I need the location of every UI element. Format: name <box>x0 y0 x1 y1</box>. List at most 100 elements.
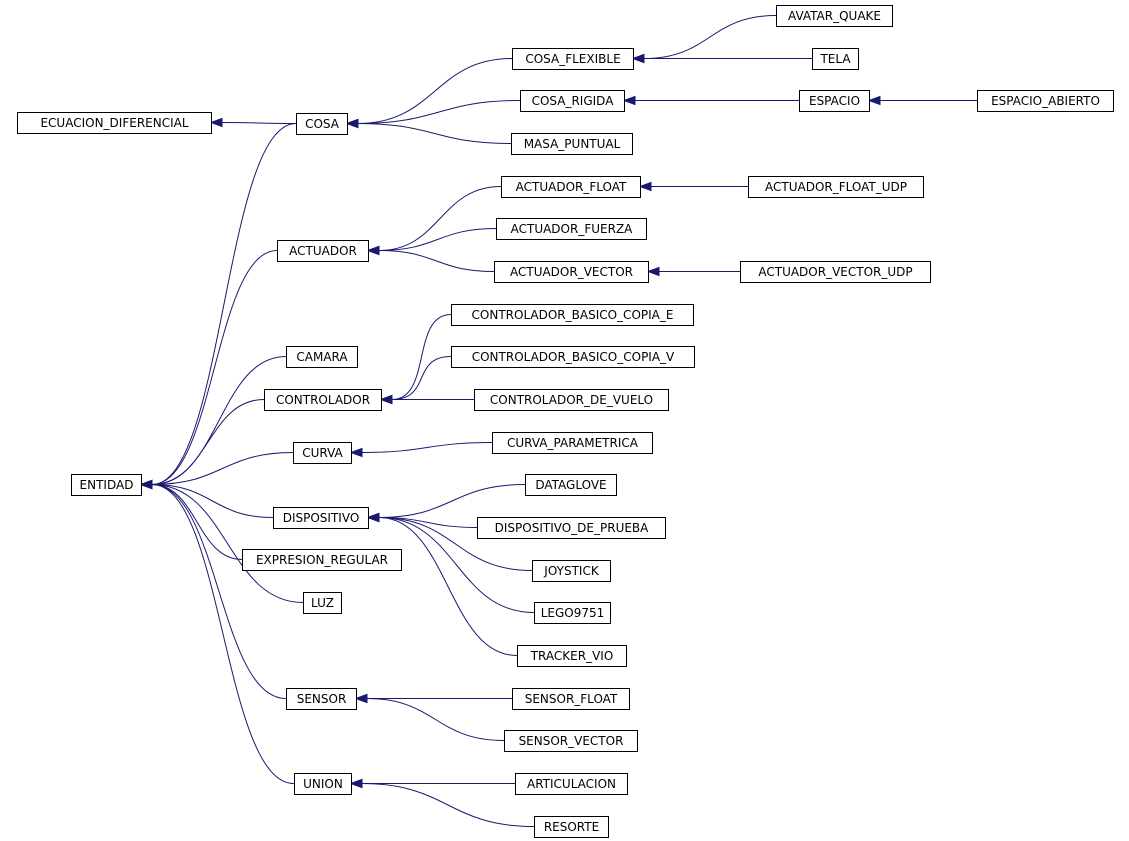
node-box <box>474 389 669 411</box>
arrowhead-curva_parametrica-to-curva <box>349 447 363 458</box>
edge-curva-to-entidad <box>151 452 294 485</box>
node-box <box>977 90 1114 112</box>
node-box <box>534 602 611 624</box>
node-label: DATAGLOVE <box>535 478 606 492</box>
node-label: ACTUADOR_VECTOR_UDP <box>758 265 912 279</box>
node-box <box>286 688 357 710</box>
node-box <box>477 517 666 539</box>
node-camara[interactable]: CAMARA <box>286 346 358 368</box>
node-sensor_float[interactable]: SENSOR_FLOAT <box>512 688 630 710</box>
edge-sensor_vector-to-sensor <box>366 698 505 741</box>
edge-masa_puntual-to-cosa <box>357 123 512 144</box>
node-actuador_float[interactable]: ACTUADOR_FLOAT <box>501 176 641 198</box>
edge-cosa_rigida-to-cosa <box>357 100 521 124</box>
node-entidad[interactable]: ENTIDAD <box>71 474 142 496</box>
arrowhead-resorte-to-union <box>349 778 363 789</box>
node-label: ACTUADOR <box>289 244 357 258</box>
node-joystick[interactable]: JOYSTICK <box>532 560 611 582</box>
node-union[interactable]: UNION <box>294 773 352 795</box>
node-ecuacion_diferencial[interactable]: ECUACION_DIFERENCIAL <box>17 112 212 134</box>
node-actuador_vector[interactable]: ACTUADOR_VECTOR <box>494 261 649 283</box>
node-label: CAMARA <box>296 350 348 364</box>
arrowhead-actuador_float_udp-to-actuador_float <box>638 181 652 192</box>
node-box <box>776 5 893 27</box>
arrowhead-tracker_vio-to-dispositivo <box>366 512 380 523</box>
node-box <box>294 773 352 795</box>
node-box <box>534 816 609 838</box>
node-label: CURVA_PARAMETRICA <box>507 436 639 450</box>
node-lego9751[interactable]: LEGO9751 <box>534 602 611 624</box>
node-controlador[interactable]: CONTROLADOR <box>264 389 382 411</box>
node-box <box>525 474 617 496</box>
node-label: CONTROLADOR_BASICO_COPIA_V <box>472 350 675 364</box>
edge-avatar_quake-to-cosa_flexible <box>643 15 777 59</box>
node-label: TRACKER_VIO <box>530 649 614 663</box>
arrowhead-sensor_vector-to-sensor <box>354 693 368 704</box>
node-box <box>286 346 358 368</box>
node-label: JOYSTICK <box>543 564 600 578</box>
edge-controlador-to-entidad <box>151 399 265 485</box>
node-espacio_abierto[interactable]: ESPACIO_ABIERTO <box>977 90 1114 112</box>
node-box <box>799 90 870 112</box>
edge-curva_parametrica-to-curva <box>361 442 493 453</box>
node-box <box>494 261 649 283</box>
node-box <box>512 688 630 710</box>
node-label: DISPOSITIVO_DE_PRUEBA <box>495 521 650 535</box>
node-label: SENSOR <box>297 692 347 706</box>
node-actuador_fuerza[interactable]: ACTUADOR_FUERZA <box>496 218 647 240</box>
node-box <box>303 592 342 614</box>
node-actuador[interactable]: ACTUADOR <box>277 240 369 262</box>
node-sensor_vector[interactable]: SENSOR_VECTOR <box>504 730 638 752</box>
edge-camara-to-entidad <box>151 356 287 485</box>
node-box <box>273 507 369 529</box>
node-box <box>812 48 859 70</box>
arrowhead-controlador_de_vuelo-to-controlador <box>379 394 393 405</box>
node-label: LUZ <box>311 596 334 610</box>
node-articulacion[interactable]: ARTICULACION <box>515 773 628 795</box>
node-tela[interactable]: TELA <box>812 48 859 70</box>
node-label: LEGO9751 <box>541 606 605 620</box>
node-dispositivo[interactable]: DISPOSITIVO <box>273 507 369 529</box>
edges-layer <box>139 15 977 827</box>
node-resorte[interactable]: RESORTE <box>534 816 609 838</box>
arrowhead-union-to-entidad <box>139 479 153 490</box>
arrowhead-masa_puntual-to-cosa <box>345 118 359 129</box>
node-dispositivo_de_prueba[interactable]: DISPOSITIVO_DE_PRUEBA <box>477 517 666 539</box>
node-label: CONTROLADOR_BASICO_COPIA_E <box>472 308 674 322</box>
node-controlador_basico_copia_v[interactable]: CONTROLADOR_BASICO_COPIA_V <box>451 346 695 368</box>
node-cosa[interactable]: COSA <box>296 113 348 135</box>
edge-dataglove-to-dispositivo <box>378 484 526 518</box>
node-sensor[interactable]: SENSOR <box>286 688 357 710</box>
node-label: TELA <box>819 52 851 66</box>
node-cosa_rigida[interactable]: COSA_RIGIDA <box>520 90 625 112</box>
node-box <box>17 112 212 134</box>
node-masa_puntual[interactable]: MASA_PUNTUAL <box>511 133 633 155</box>
node-dataglove[interactable]: DATAGLOVE <box>525 474 617 496</box>
node-box <box>242 549 402 571</box>
node-controlador_de_vuelo[interactable]: CONTROLADOR_DE_VUELO <box>474 389 669 411</box>
arrowhead-espacio-to-cosa_rigida <box>622 95 636 106</box>
node-avatar_quake[interactable]: AVATAR_QUAKE <box>776 5 893 27</box>
edge-actuador_float-to-actuador <box>378 186 502 251</box>
arrowhead-actuador_vector_udp-to-actuador_vector <box>646 266 660 277</box>
node-luz[interactable]: LUZ <box>303 592 342 614</box>
node-label: EXPRESION_REGULAR <box>256 553 388 567</box>
node-controlador_basico_copia_e[interactable]: CONTROLADOR_BASICO_COPIA_E <box>451 304 694 326</box>
node-actuador_float_udp[interactable]: ACTUADOR_FLOAT_UDP <box>748 176 924 198</box>
node-tracker_vio[interactable]: TRACKER_VIO <box>517 645 627 667</box>
node-label: ECUACION_DIFERENCIAL <box>40 116 188 130</box>
node-label: ACTUADOR_VECTOR <box>510 265 633 279</box>
node-box <box>532 560 611 582</box>
node-actuador_vector_udp[interactable]: ACTUADOR_VECTOR_UDP <box>740 261 931 283</box>
node-box <box>277 240 369 262</box>
node-cosa_flexible[interactable]: COSA_FLEXIBLE <box>512 48 634 70</box>
node-expresion_regular[interactable]: EXPRESION_REGULAR <box>242 549 402 571</box>
node-curva_parametrica[interactable]: CURVA_PARAMETRICA <box>492 432 653 454</box>
node-label: COSA_FLEXIBLE <box>525 52 620 66</box>
node-espacio[interactable]: ESPACIO <box>799 90 870 112</box>
node-box <box>492 432 653 454</box>
node-label: CONTROLADOR <box>276 393 370 407</box>
node-curva[interactable]: CURVA <box>293 442 352 464</box>
node-label: COSA <box>305 117 340 131</box>
node-label: CURVA <box>302 446 343 460</box>
